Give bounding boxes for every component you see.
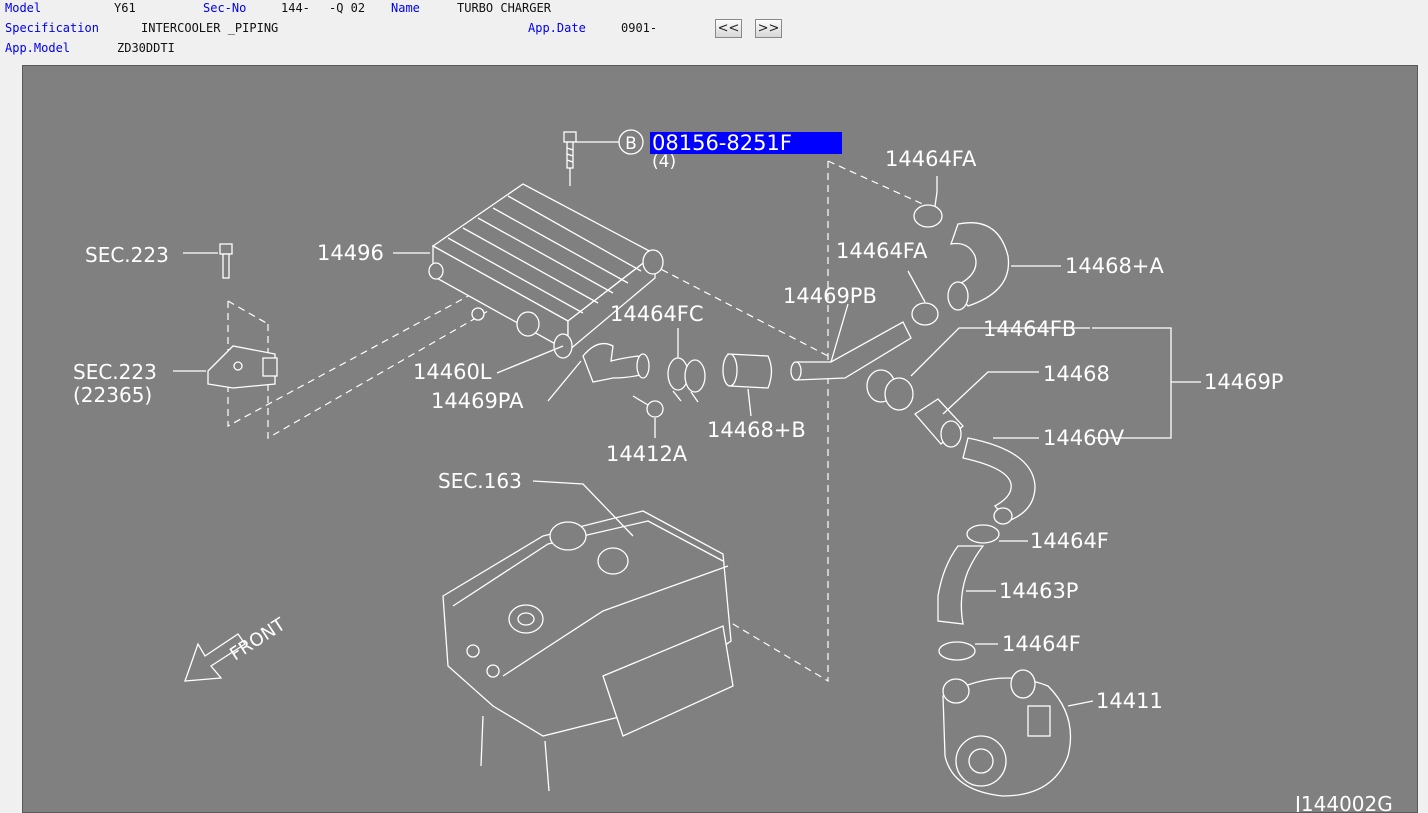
specification-label: Specification bbox=[5, 21, 99, 35]
label-14460L[interactable]: 14460L bbox=[413, 360, 492, 384]
label-14464F-lower[interactable]: 14464F bbox=[1002, 632, 1081, 656]
front-arrow-icon bbox=[184, 633, 246, 682]
header-panel: Model Y61 Sec-No 144- -Q 02 Name TURBO C… bbox=[0, 0, 1428, 64]
label-sec223-bottom[interactable]: SEC.223 bbox=[73, 360, 157, 384]
label-14411[interactable]: 14411 bbox=[1096, 689, 1163, 713]
label-14412A[interactable]: 14412A bbox=[606, 442, 688, 466]
specification-value: INTERCOOLER _PIPING bbox=[141, 21, 279, 35]
selected-part-highlight[interactable] bbox=[650, 132, 842, 154]
engine-sec163[interactable] bbox=[442, 510, 734, 792]
callout-letter-b: B bbox=[625, 134, 637, 154]
leader-lines bbox=[173, 176, 1201, 707]
app-model-value: ZD30DDTI bbox=[117, 41, 175, 55]
label-14463P[interactable]: 14463P bbox=[999, 579, 1078, 603]
label-sec163[interactable]: SEC.163 bbox=[438, 469, 522, 493]
name-label: Name bbox=[391, 1, 420, 15]
hose-14460V[interactable] bbox=[962, 437, 1036, 525]
selected-part-qty: (4) bbox=[652, 152, 676, 172]
sec-no-suffix: -Q 02 bbox=[329, 1, 366, 15]
label-14469P[interactable]: 14469P bbox=[1204, 370, 1283, 394]
name-value: TURBO CHARGER bbox=[457, 1, 551, 15]
drawing-code: J144002G bbox=[1293, 792, 1393, 812]
label-sec223-subcode: (22365) bbox=[73, 383, 152, 407]
clamp-14464FA-upper[interactable] bbox=[913, 191, 943, 228]
app-model-label: App.Model bbox=[5, 41, 71, 55]
label-14468[interactable]: 14468 bbox=[1043, 362, 1110, 386]
label-14460V[interactable]: 14460V bbox=[1043, 426, 1125, 450]
label-14464F-upper[interactable]: 14464F bbox=[1030, 529, 1109, 553]
label-14496[interactable]: 14496 bbox=[317, 241, 384, 265]
label-14464FA-top[interactable]: 14464FA bbox=[885, 147, 977, 171]
hose-14468[interactable] bbox=[914, 398, 964, 448]
clamp-14464F-lower[interactable] bbox=[938, 641, 976, 661]
turbocharger-14411[interactable] bbox=[942, 669, 1072, 797]
next-page-button[interactable]: >> bbox=[755, 19, 782, 38]
sec-no-value: 144- bbox=[281, 1, 310, 15]
label-14469PA[interactable]: 14469PA bbox=[431, 389, 524, 413]
parts-diagram: B 08156-8251F (4) bbox=[22, 65, 1418, 813]
model-label: Model bbox=[5, 1, 42, 15]
model-value: Y61 bbox=[114, 1, 136, 15]
label-14468B[interactable]: 14468+B bbox=[707, 418, 806, 442]
label-14468A[interactable]: 14468+A bbox=[1065, 254, 1164, 278]
previous-page-button[interactable]: << bbox=[715, 19, 742, 38]
hose-14468B[interactable] bbox=[722, 353, 773, 389]
pipe-14469PA[interactable] bbox=[553, 333, 650, 383]
bolt-08156-8251F[interactable] bbox=[563, 129, 644, 186]
bolt-14412A[interactable] bbox=[632, 395, 664, 418]
part-labels: 14464FA 14468+A 14464FA 14469PB 14464FC … bbox=[73, 147, 1283, 713]
selected-part-number[interactable]: 08156-8251F bbox=[652, 131, 792, 155]
label-14464FB[interactable]: 14464FB bbox=[983, 317, 1076, 341]
pipe-14469PB[interactable] bbox=[790, 321, 912, 381]
app-date-value: 0901- bbox=[621, 21, 658, 35]
sec-no-label: Sec-No bbox=[203, 1, 247, 15]
label-sec223-top[interactable]: SEC.223 bbox=[85, 243, 169, 267]
label-14464FA-middle[interactable]: 14464FA bbox=[836, 239, 928, 263]
hose-14463P[interactable] bbox=[937, 545, 985, 625]
sensor-sec223[interactable] bbox=[207, 243, 278, 389]
label-14464FC[interactable]: 14464FC bbox=[610, 302, 704, 326]
diagram-drawing: B 08156-8251F (4) bbox=[73, 129, 1393, 812]
hose-14468A[interactable] bbox=[947, 222, 1010, 311]
app-date-label: App.Date bbox=[528, 21, 586, 35]
clamp-14464FB[interactable] bbox=[866, 369, 914, 411]
clamp-14464F-upper[interactable] bbox=[966, 524, 1000, 544]
intercooler-14496[interactable] bbox=[428, 183, 664, 353]
label-14469PB[interactable]: 14469PB bbox=[783, 284, 877, 308]
clamp-14464FA-middle[interactable] bbox=[911, 302, 939, 326]
clamp-14464FC[interactable] bbox=[667, 357, 706, 403]
dashed-reference-lines bbox=[227, 160, 939, 683]
